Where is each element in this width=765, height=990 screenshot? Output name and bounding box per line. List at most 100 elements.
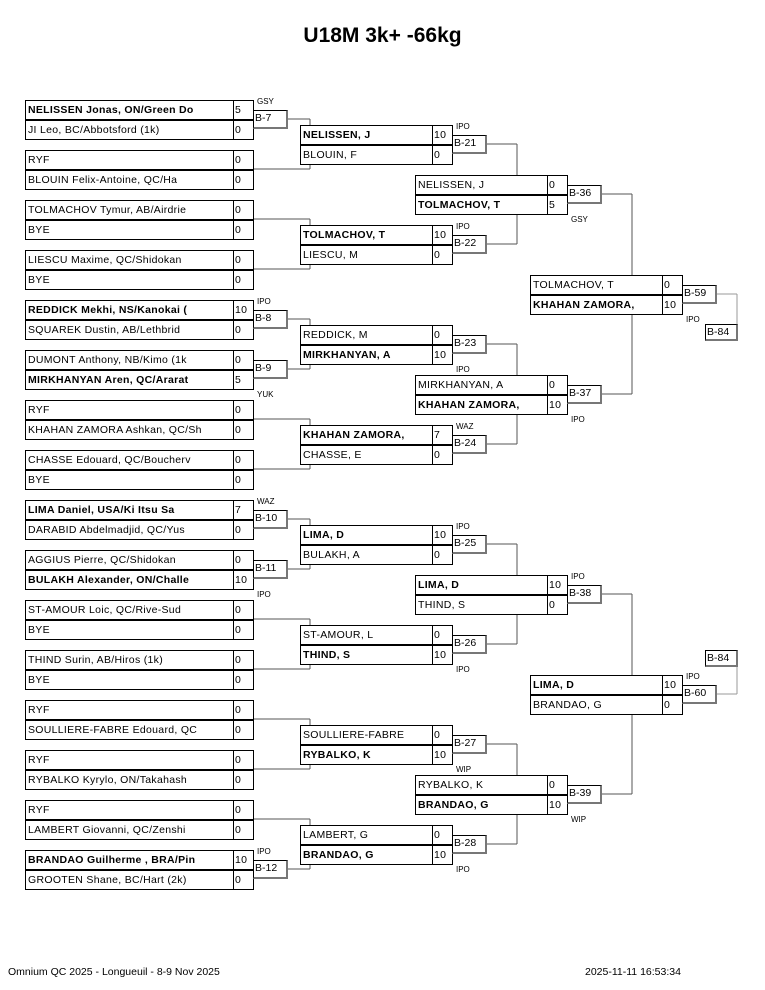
competitor-name[interactable]: SOULLIERE-FABRE (300, 725, 433, 745)
competitor-name[interactable]: REDDICK Mekhi, NS/Kanokai ( (25, 300, 234, 320)
result-tag: IPO (456, 222, 470, 231)
competitor-score: 0 (233, 620, 254, 640)
competitor-name[interactable]: CHASSE Edouard, QC/Boucherv (25, 450, 234, 470)
competitor-name[interactable]: BRANDAO, G (300, 845, 433, 865)
competitor-name[interactable]: RYBALKO, K (415, 775, 548, 795)
competitor-name[interactable]: BRANDAO Guilherme , BRA/Pin (25, 850, 234, 870)
competitor-name[interactable]: MIRKHANYAN, A (300, 345, 433, 365)
competitor-name[interactable]: KHAHAN ZAMORA, (300, 425, 433, 445)
match-label[interactable]: B-12 (253, 860, 288, 879)
competitor-score: 0 (233, 250, 254, 270)
competitor-name[interactable]: RYF (25, 750, 234, 770)
competitor-name[interactable]: RYF (25, 150, 234, 170)
competitor-name[interactable]: LIMA, D (530, 675, 663, 695)
result-tag: WAZ (257, 497, 275, 506)
match-label[interactable]: B-59 (682, 285, 717, 304)
competitor-name[interactable]: LIMA Daniel, USA/Ki Itsu Sa (25, 500, 234, 520)
competitor-name[interactable]: BULAKH, A (300, 545, 433, 565)
competitor-name[interactable]: TOLMACHOV, T (300, 225, 433, 245)
match-label[interactable]: B-9 (253, 360, 288, 379)
competitor-score: 0 (432, 545, 453, 565)
competitor-name[interactable]: MIRKHANYAN Aren, QC/Ararat (25, 370, 234, 390)
competitor-name[interactable]: THIND, S (300, 645, 433, 665)
competitor-name[interactable]: BLOUIN Felix-Antoine, QC/Ha (25, 170, 234, 190)
competitor-name[interactable]: BRANDAO, G (530, 695, 663, 715)
competitor-name[interactable]: MIRKHANYAN, A (415, 375, 548, 395)
competitor-name[interactable]: JI Leo, BC/Abbotsford (1k) (25, 120, 234, 140)
competitor-name[interactable]: LIMA, D (300, 525, 433, 545)
competitor-score: 0 (233, 750, 254, 770)
competitor-name[interactable]: CHASSE, E (300, 445, 433, 465)
competitor-name[interactable]: BULAKH Alexander, ON/Challe (25, 570, 234, 590)
result-tag: IPO (571, 415, 585, 424)
match-label[interactable]: B-8 (253, 310, 288, 329)
competitor-name[interactable]: BYE (25, 270, 234, 290)
competitor-score: 0 (233, 670, 254, 690)
competitor-name[interactable]: REDDICK, M (300, 325, 433, 345)
competitor-name[interactable]: SOULLIERE-FABRE Edouard, QC (25, 720, 234, 740)
competitor-name[interactable]: KHAHAN ZAMORA, (415, 395, 548, 415)
competitor-name[interactable]: DUMONT Anthony, NB/Kimo (1k (25, 350, 234, 370)
match-label[interactable]: B-60 (682, 685, 717, 704)
competitor-score: 0 (662, 275, 683, 295)
match-label[interactable]: B-11 (253, 560, 288, 579)
match-label[interactable]: B-38 (567, 585, 602, 604)
competitor-name[interactable]: LAMBERT, G (300, 825, 433, 845)
result-tag: WIP (456, 765, 472, 774)
next-match-label[interactable]: B-84 (705, 650, 738, 667)
competitor-score: 0 (233, 600, 254, 620)
competitor-name[interactable]: DARABID Abdelmadjid, QC/Yus (25, 520, 234, 540)
match-label[interactable]: B-39 (567, 785, 602, 804)
competitor-name[interactable]: NELISSEN Jonas, ON/Green Do (25, 100, 234, 120)
match-label[interactable]: B-23 (452, 335, 487, 354)
competitor-name[interactable]: RYF (25, 400, 234, 420)
competitor-name[interactable]: RYF (25, 800, 234, 820)
competitor-name[interactable]: THIND Surin, AB/Hiros (1k) (25, 650, 234, 670)
competitor-name[interactable]: KHAHAN ZAMORA, (530, 295, 663, 315)
match-label[interactable]: B-7 (253, 110, 288, 129)
competitor-name[interactable]: KHAHAN ZAMORA Ashkan, QC/Sh (25, 420, 234, 440)
match-label[interactable]: B-22 (452, 235, 487, 254)
competitor-name[interactable]: RYF (25, 700, 234, 720)
competitor-score: 7 (233, 500, 254, 520)
competitor-name[interactable]: LIESCU, M (300, 245, 433, 265)
competitor-score: 0 (547, 175, 568, 195)
competitor-score: 0 (233, 700, 254, 720)
match-label[interactable]: B-27 (452, 735, 487, 754)
match-label[interactable]: B-10 (253, 510, 288, 529)
competitor-name[interactable]: SQUAREK Dustin, AB/Lethbrid (25, 320, 234, 340)
next-match-label[interactable]: B-84 (705, 324, 738, 341)
competitor-name[interactable]: NELISSEN, J (415, 175, 548, 195)
match-label[interactable]: B-37 (567, 385, 602, 404)
competitor-name[interactable]: TOLMACHOV, T (530, 275, 663, 295)
competitor-name[interactable]: TOLMACHOV, T (415, 195, 548, 215)
competitor-name[interactable]: BYE (25, 670, 234, 690)
match-label[interactable]: B-24 (452, 435, 487, 454)
competitor-name[interactable]: LAMBERT Giovanni, QC/Zenshi (25, 820, 234, 840)
competitor-name[interactable]: BRANDAO, G (415, 795, 548, 815)
competitor-name[interactable]: LIESCU Maxime, QC/Shidokan (25, 250, 234, 270)
competitor-name[interactable]: GROOTEN Shane, BC/Hart (2k) (25, 870, 234, 890)
competitor-score: 0 (233, 650, 254, 670)
competitor-name[interactable]: BLOUIN, F (300, 145, 433, 165)
match-label[interactable]: B-36 (567, 185, 602, 204)
competitor-name[interactable]: ST-AMOUR, L (300, 625, 433, 645)
competitor-name[interactable]: RYBALKO Kyrylo, ON/Takahash (25, 770, 234, 790)
competitor-score: 10 (432, 525, 453, 545)
match-label[interactable]: B-28 (452, 835, 487, 854)
competitor-name[interactable]: AGGIUS Pierre, QC/Shidokan (25, 550, 234, 570)
competitor-name[interactable]: LIMA, D (415, 575, 548, 595)
match-label[interactable]: B-26 (452, 635, 487, 654)
competitor-name[interactable]: NELISSEN, J (300, 125, 433, 145)
competitor-name[interactable]: ST-AMOUR Loic, QC/Rive-Sud (25, 600, 234, 620)
match-label[interactable]: B-25 (452, 535, 487, 554)
competitor-name[interactable]: THIND, S (415, 595, 548, 615)
competitor-name[interactable]: TOLMACHOV Tymur, AB/Airdrie (25, 200, 234, 220)
competitor-name[interactable]: RYBALKO, K (300, 745, 433, 765)
competitor-name[interactable]: BYE (25, 220, 234, 240)
result-tag: WAZ (456, 422, 474, 431)
match-label[interactable]: B-21 (452, 135, 487, 154)
competitor-name[interactable]: BYE (25, 620, 234, 640)
competitor-score: 0 (233, 350, 254, 370)
competitor-name[interactable]: BYE (25, 470, 234, 490)
